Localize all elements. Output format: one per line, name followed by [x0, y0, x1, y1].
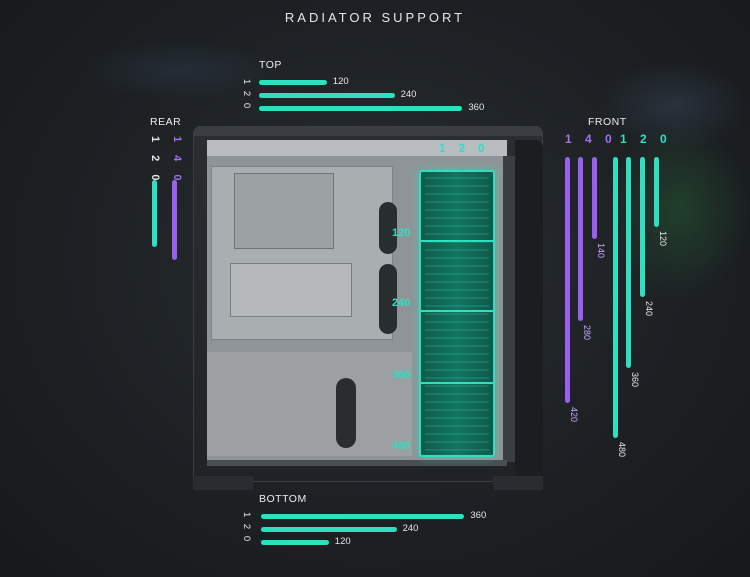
bottom-bar-label: 360: [470, 510, 487, 521]
background-glow: [610, 120, 750, 300]
radiator-fins: [425, 176, 489, 451]
front-bar-label: 360: [630, 371, 640, 387]
bottom-bar-label: 120: [334, 536, 351, 547]
page-title: RADIATOR SUPPORT: [284, 10, 466, 25]
front-bar-140-420: [565, 157, 570, 403]
front-bar-label: 480: [617, 441, 627, 457]
motherboard-tray: [211, 166, 393, 340]
psu-shroud: [207, 352, 412, 456]
bottom-bar-120: [261, 540, 329, 545]
cpu-cutout: [234, 173, 334, 249]
psu-shroud-cutout: [336, 378, 356, 448]
pc-case: 1 2 0: [193, 126, 543, 491]
background-glow: [80, 40, 280, 100]
rear-140-bar: [172, 180, 177, 260]
radiator: [419, 170, 495, 457]
front-rail: [503, 156, 515, 462]
front-bar-120-240: [640, 157, 645, 298]
bottom-bar-360: [261, 514, 465, 519]
front-bar-140-280: [578, 157, 583, 321]
radiator-mark-360: 360: [392, 369, 411, 381]
case-top-rim: [193, 126, 543, 136]
top-bar-360: [259, 106, 463, 111]
case-top-rail: [207, 140, 507, 156]
rear-120-bar: [152, 180, 157, 247]
front-bar-label: 240: [644, 301, 654, 317]
radiator-divider: [421, 382, 493, 384]
case-foot-front: [493, 476, 543, 490]
bottom-label: BOTTOM: [259, 493, 307, 505]
case-foot-rear: [193, 476, 253, 490]
top-bar-240: [259, 93, 395, 98]
bottom-bar-label: 240: [402, 523, 419, 534]
cable-slot: [379, 202, 397, 254]
radiator-divider: [421, 240, 493, 242]
top-bar-label: 360: [468, 102, 485, 113]
bottom-rail: [207, 460, 507, 466]
radiator-divider: [421, 310, 493, 312]
bottom-bar-240: [261, 527, 397, 532]
top-bar-label: 120: [332, 76, 349, 87]
radiator-mark-120: 120: [392, 227, 411, 239]
radiator-mark-480: 480: [392, 440, 411, 452]
background-glow: [600, 60, 750, 150]
front-bar-label: 140: [596, 242, 606, 258]
case-top-120-digits: 1 2 0: [439, 143, 490, 155]
mounting-plate: [230, 263, 352, 317]
rear-label: REAR: [150, 116, 182, 128]
rear-140-digits: 1 4 0: [171, 136, 183, 186]
front-140-digits: 1 4 0: [565, 132, 617, 146]
front-bar-label: 280: [582, 324, 592, 340]
cable-slot: [379, 264, 397, 334]
bottom-size-digits: 1 2 0: [241, 512, 252, 544]
rear-120-digits: 1 2 0: [149, 136, 161, 186]
front-bar-140-140: [592, 157, 597, 239]
front-label: FRONT: [588, 116, 627, 128]
top-label: TOP: [259, 59, 282, 71]
front-120-digits: 1 2 0: [620, 132, 672, 146]
front-bar-label: 420: [569, 406, 579, 422]
front-bar-120-120: [654, 157, 659, 228]
radiator-mark-240: 240: [392, 297, 411, 309]
front-panel: [515, 140, 543, 480]
front-bar-120-360: [626, 157, 631, 368]
front-bar-label: 120: [658, 231, 668, 247]
top-bar-120: [259, 80, 327, 85]
front-bar-120-480: [613, 157, 618, 438]
top-bar-label: 240: [400, 89, 417, 100]
top-size-digits: 1 2 0: [241, 79, 252, 111]
